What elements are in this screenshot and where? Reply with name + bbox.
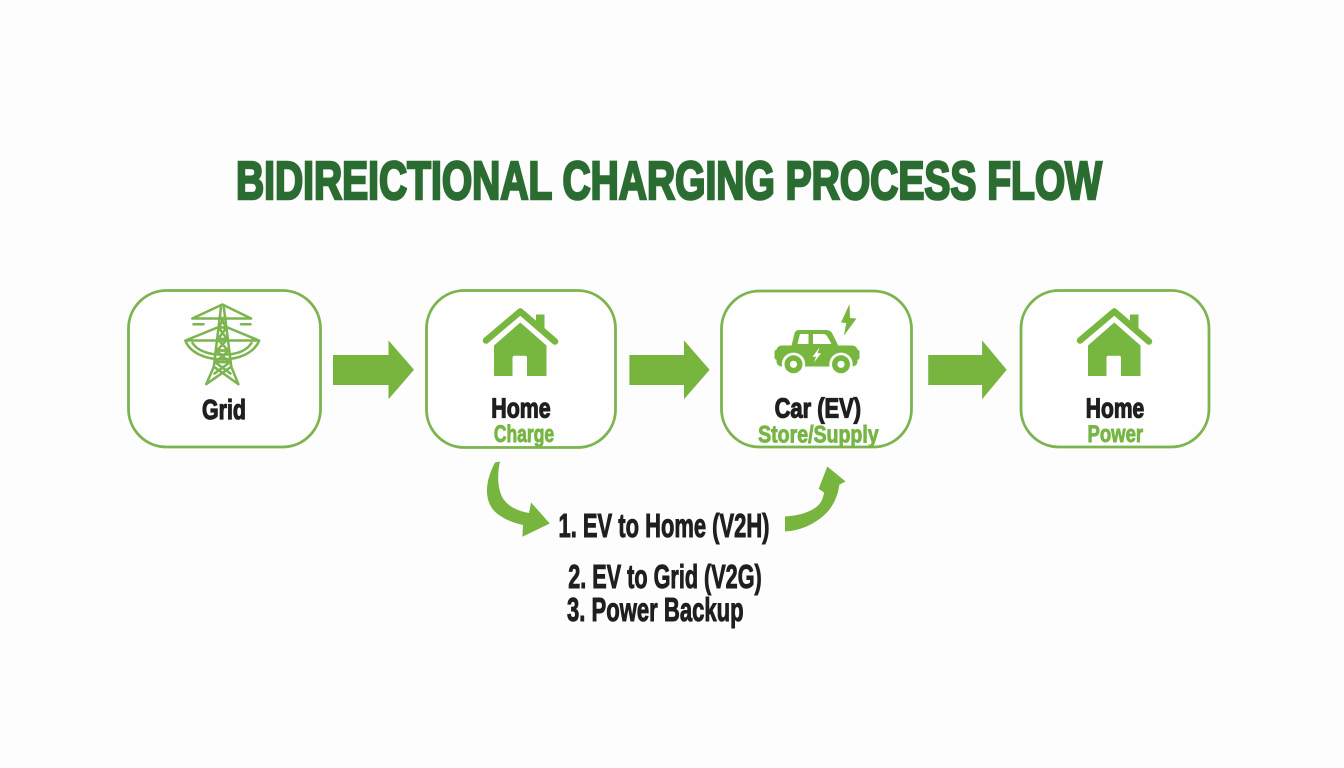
svg-text:Home: Home bbox=[491, 393, 550, 424]
svg-text:Car (EV): Car (EV) bbox=[775, 393, 861, 424]
svg-text:Store/Supply: Store/Supply bbox=[758, 422, 879, 449]
svg-text:1. EV to Home (V2H): 1. EV to Home (V2H) bbox=[559, 507, 770, 545]
svg-text:Charge: Charge bbox=[494, 421, 554, 448]
svg-text:3. Power Backup: 3. Power Backup bbox=[567, 591, 744, 629]
svg-text:2. EV to Grid (V2G): 2. EV to Grid (V2G) bbox=[568, 558, 762, 596]
svg-text:Home: Home bbox=[1086, 393, 1144, 424]
svg-text:Grid: Grid bbox=[202, 394, 246, 425]
svg-text:Power: Power bbox=[1088, 421, 1144, 448]
svg-text:BIDIREICTIONAL CHARGING PROCES: BIDIREICTIONAL CHARGING PROCESS FLOW bbox=[236, 152, 1102, 211]
